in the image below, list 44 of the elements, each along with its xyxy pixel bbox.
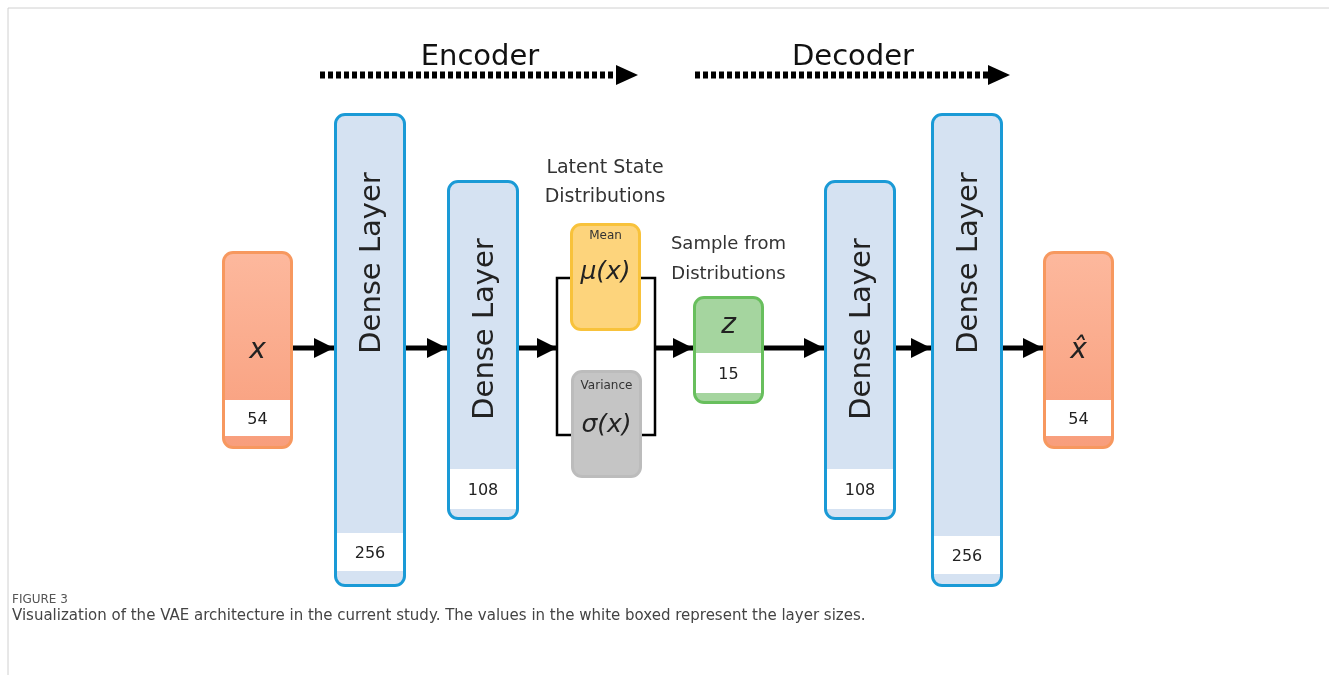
layer-size: 15 <box>696 353 761 393</box>
arrow <box>519 338 557 358</box>
variable-symbol: x <box>248 332 267 365</box>
figure-caption: Visualization of the VAE architecture in the current study. The values in the white boxed represent the layer sizes. <box>12 606 866 624</box>
dense-layer-box <box>824 180 896 520</box>
figure-number: FIGURE 3 <box>12 591 69 608</box>
latent-sample-box <box>693 296 764 404</box>
bracket-line <box>641 276 657 348</box>
mean-box <box>570 223 641 331</box>
variable-symbol: x̂ <box>1069 332 1088 365</box>
distribution-label: Variance <box>579 378 634 392</box>
dense-layer-box <box>334 113 406 587</box>
arrow <box>406 338 447 358</box>
layer-label: Dense Layer <box>950 172 984 354</box>
distribution-symbol: σ(x) <box>580 409 633 438</box>
input-output-box <box>1043 251 1114 449</box>
variable-symbol: z <box>720 307 738 340</box>
stage-label: Decoder <box>790 37 915 74</box>
bracket-line <box>555 276 570 348</box>
layer-size: 108 <box>450 469 516 509</box>
layer-size: 256 <box>934 536 1000 574</box>
layer-label: Dense Layer <box>353 172 387 354</box>
input-output-box <box>222 251 293 449</box>
layer-label: Dense Layer <box>466 238 500 420</box>
stage-label: Encoder <box>419 37 541 74</box>
arrow <box>655 338 693 358</box>
arrow <box>1003 338 1043 358</box>
step-label: Sample from Distributions <box>669 231 788 285</box>
group-label: Latent State Distributions <box>543 154 667 208</box>
layer-size: 54 <box>225 400 290 436</box>
arrow <box>764 338 824 358</box>
bracket-line <box>642 348 657 437</box>
dense-layer-box <box>931 113 1003 587</box>
bracket-line <box>555 348 571 437</box>
variance-box <box>571 370 642 478</box>
layer-label: Dense Layer <box>843 238 877 420</box>
layer-size: 54 <box>1046 400 1111 436</box>
layer-size: 256 <box>337 533 403 571</box>
distribution-label: Mean <box>588 228 623 242</box>
layer-size: 108 <box>827 469 893 509</box>
arrow <box>896 338 931 358</box>
distribution-symbol: μ(x) <box>579 256 632 285</box>
dense-layer-box <box>447 180 519 520</box>
arrow <box>293 338 334 358</box>
